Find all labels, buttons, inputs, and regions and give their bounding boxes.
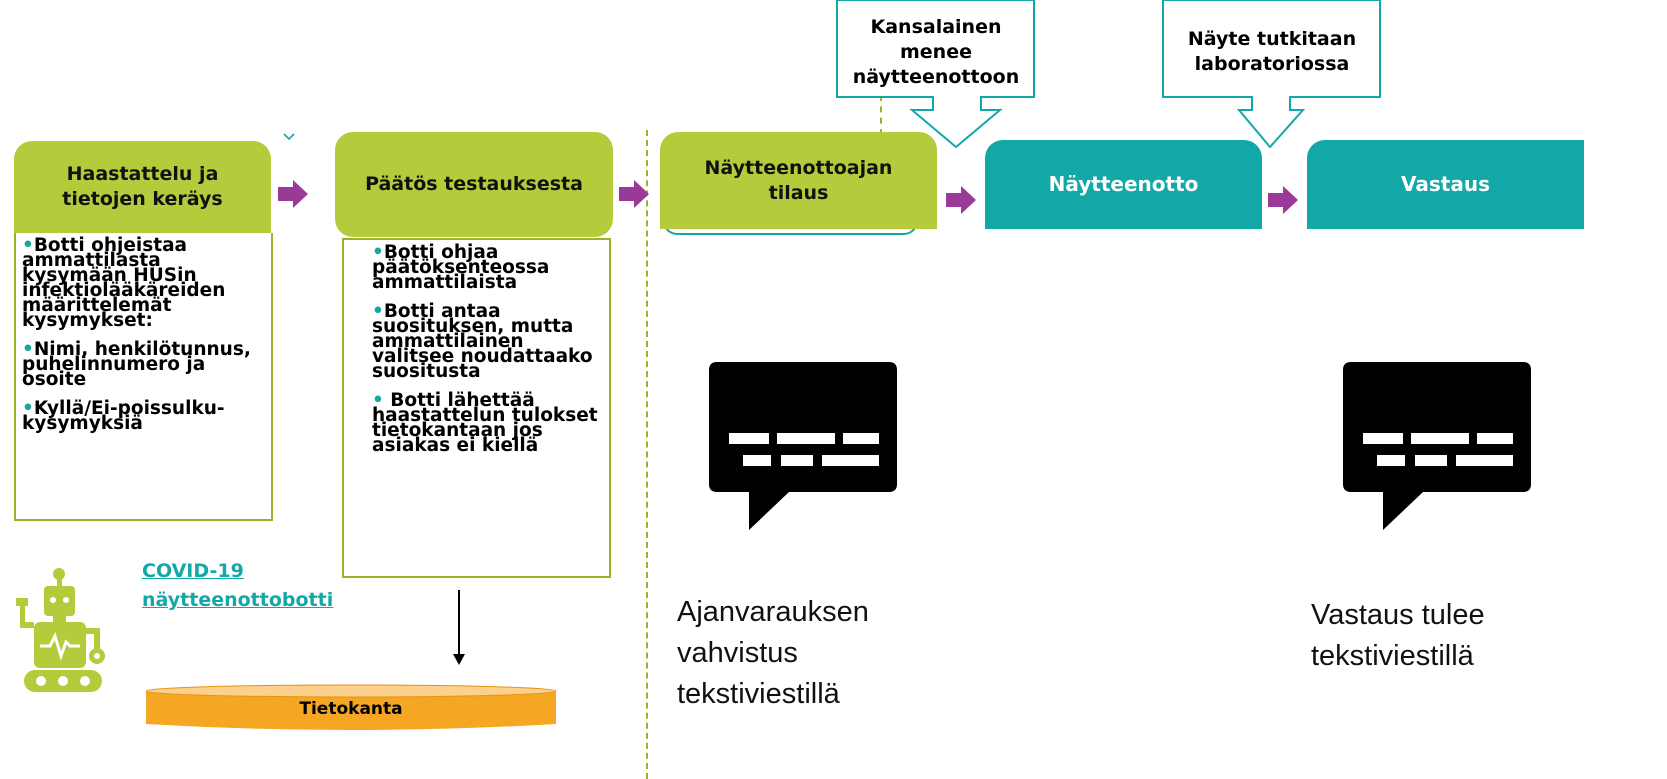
note-item: Kyllä/Ei-poissulku-kysymyksiä <box>22 398 225 434</box>
step-tilaus-label: Näytteenottoajan tilaus <box>704 156 893 204</box>
arrow-right-icon <box>278 180 308 208</box>
note-item: Botti antaa suosituksen, mutta ammattila… <box>372 301 593 382</box>
step-haastattelu: Haastattelu ja tietojen keräys <box>14 141 271 233</box>
note-item: Botti lähettää haastattelun tulokset tie… <box>372 390 598 456</box>
message-icon <box>709 362 897 530</box>
sms-confirmation-text: Ajanvarauksen vahvistus tekstiviestillä <box>677 596 869 710</box>
callout-laboratorio: Näyte tutkitaan laboratoriossa <box>1162 0 1382 148</box>
note-item: Nimi, henkilötunnus, puhelinnumero ja os… <box>22 339 251 390</box>
step-haastattelu-label: Haastattelu ja tietojen keräys <box>62 163 223 210</box>
bot-link-line2: näytteenottobotti <box>142 589 334 611</box>
note-item: Botti ohjeistaa ammattilasta kysymään HU… <box>22 235 226 331</box>
step-vastaus-label: Vastaus <box>1401 172 1490 196</box>
step-naytteenotto: Näytteenotto <box>985 140 1262 229</box>
callout-laboratorio-text: Näyte tutkitaan laboratoriossa <box>1187 28 1357 75</box>
arrow-down-icon <box>452 590 466 665</box>
callout-connector <box>880 95 882 135</box>
sms-result-text: Vastaus tulee tekstiviestillä <box>1311 599 1485 672</box>
note-item: Botti ohjaa päätöksenteossa ammattilaist… <box>372 242 550 293</box>
step-naytteenotto-label: Näytteenotto <box>1048 172 1199 196</box>
database-cylinder: Tietokanta <box>145 684 557 734</box>
step-tilaus: Näytteenottoajan tilaus <box>660 132 937 229</box>
step-paatos-label: Päätös testauksesta <box>365 173 583 195</box>
robot-icon <box>14 566 114 694</box>
database-label: Tietokanta <box>299 699 403 719</box>
notes-haastattelu: •Botti ohjeistaa ammattilasta kysymään H… <box>14 233 273 521</box>
bot-link-line1: COVID-19 <box>142 560 244 582</box>
step-paatos: Päätös testauksesta <box>335 132 613 237</box>
message-icon <box>1343 362 1531 530</box>
callout-naytteenotto-text: Kansalainen menee näytteenottoon <box>852 16 1020 88</box>
bot-link[interactable]: COVID-19 näytteenottobotti <box>142 557 333 615</box>
chevron-down-icon <box>283 126 295 141</box>
arrow-right-icon <box>1268 186 1298 214</box>
arrow-right-icon <box>619 180 649 208</box>
notes-paatos: •Botti ohjaa päätöksenteossa ammattilais… <box>342 238 611 578</box>
section-divider <box>646 130 648 779</box>
callout-naytteenotto: Kansalainen menee näytteenottoon <box>836 0 1036 148</box>
arrow-right-icon <box>946 186 976 214</box>
step-vastaus: Vastaus <box>1307 140 1584 229</box>
